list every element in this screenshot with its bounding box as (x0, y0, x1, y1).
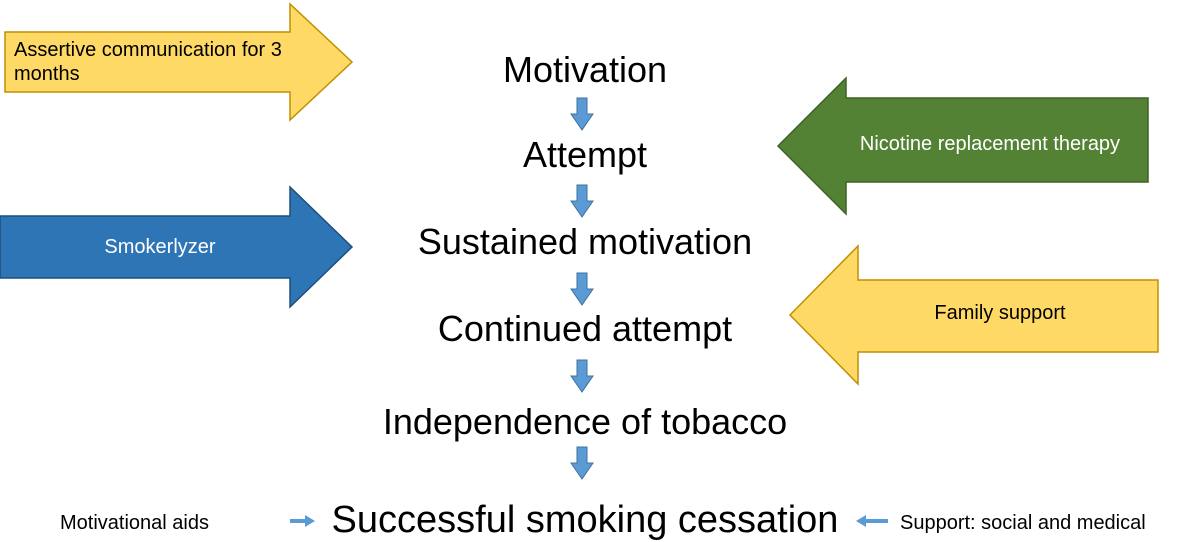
down-arrow-3 (570, 272, 594, 306)
step-continued-attempt: Continued attempt (437, 308, 733, 349)
motivational-aids-arrow (290, 515, 315, 527)
assertive-communication-label: Assertive communication for 3 months (14, 39, 282, 85)
down-arrow-1 (570, 97, 594, 131)
assertive-communication-arrow (4, 2, 354, 122)
smokerlyzer-label: Smokerlyzer (104, 236, 216, 258)
down-arrow-2 (570, 184, 594, 218)
step-sustained-motivation: Sustained motivation (417, 221, 753, 262)
support-label: Support: social and medical (900, 512, 1146, 534)
family-support-arrow (788, 244, 1159, 386)
motivational-aids-label: Motivational aids (60, 512, 209, 534)
nicotine-replacement-label: Nicotine replacement therapy (859, 133, 1121, 155)
step-motivation: Motivation (502, 49, 668, 90)
step-independence-of-tobacco: Independence of tobacco (382, 401, 788, 442)
down-arrow-5 (570, 446, 594, 480)
smokerlyzer-arrow (0, 185, 354, 309)
support-arrow (856, 515, 888, 527)
family-support-label: Family support (934, 302, 1066, 324)
down-arrow-4 (570, 359, 594, 393)
nicotine-replacement-arrow (776, 76, 1149, 216)
step-successful-smoking-cessation: Successful smoking cessation (331, 499, 839, 541)
step-attempt: Attempt (522, 134, 648, 175)
